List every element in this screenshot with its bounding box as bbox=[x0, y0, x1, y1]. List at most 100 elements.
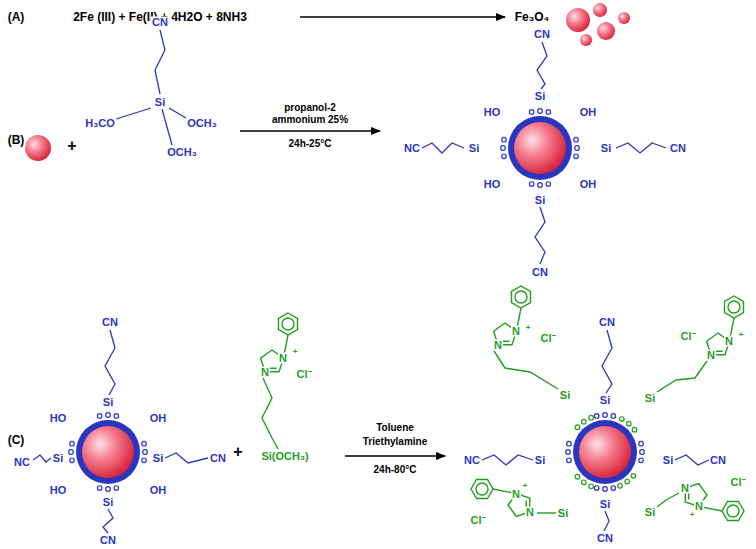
charge-label: + bbox=[522, 482, 529, 490]
oxygen-atom bbox=[581, 480, 586, 485]
charge-label: + bbox=[292, 348, 299, 356]
oxygen-atom bbox=[567, 441, 572, 446]
reaction-arrow bbox=[240, 130, 380, 131]
charge-label: Cl⁻ bbox=[470, 515, 487, 526]
charge-label: Cl⁻ bbox=[296, 369, 313, 380]
atom-label: Si bbox=[534, 455, 546, 466]
oxygen-atom bbox=[142, 441, 147, 446]
atom-label: Si bbox=[154, 97, 166, 108]
atom-label: Si bbox=[600, 143, 612, 154]
atom-label: CN bbox=[531, 267, 549, 278]
atom-label: Si bbox=[644, 507, 656, 518]
oxygen-atom bbox=[589, 484, 594, 489]
atom-label: Si bbox=[468, 143, 480, 154]
atom-label: Si bbox=[534, 195, 546, 206]
charge-label: Cl⁻ bbox=[540, 333, 557, 344]
atom-label: Si bbox=[559, 390, 571, 401]
oxygen-atom bbox=[625, 479, 630, 484]
reaction-condition: Triethylamine bbox=[362, 437, 428, 447]
oxygen-atom bbox=[538, 183, 543, 188]
oxygen-atom bbox=[589, 415, 594, 420]
atom-label: OH bbox=[149, 485, 168, 496]
oxygen-atom bbox=[574, 137, 579, 142]
step-label: (A) bbox=[7, 11, 26, 23]
oxygen-atom bbox=[97, 486, 102, 491]
silane-bonds bbox=[116, 30, 186, 145]
atom-label: OH bbox=[579, 179, 598, 190]
oxygen-atom bbox=[546, 182, 551, 187]
atom-label: HO bbox=[49, 485, 68, 496]
reaction-arrow bbox=[300, 16, 505, 17]
atom-label: HO bbox=[483, 179, 502, 190]
atom-label: Si bbox=[557, 508, 569, 519]
oxygen-atom bbox=[106, 487, 111, 492]
atom-label: OH bbox=[149, 413, 168, 424]
charge-label: + bbox=[689, 511, 696, 519]
reaction-condition: propanol-2 bbox=[283, 103, 337, 113]
oxygen-atom bbox=[632, 427, 637, 432]
oxygen-atom bbox=[502, 137, 507, 142]
atom-label: OH bbox=[579, 107, 598, 118]
charge-label: + bbox=[525, 324, 532, 332]
atom-label: CN bbox=[709, 455, 727, 466]
oxygen-atom bbox=[114, 486, 119, 491]
oxygen-atom bbox=[538, 109, 543, 114]
atom-label: N bbox=[680, 483, 690, 494]
oxygen-atom bbox=[529, 182, 534, 187]
atom-label: OCH₃ bbox=[166, 147, 198, 158]
atom-label: HO bbox=[483, 107, 502, 118]
atom-label: Si bbox=[599, 499, 611, 510]
plus-sign: + bbox=[66, 138, 77, 154]
oxygen-atom bbox=[114, 414, 119, 419]
oxygen-atom bbox=[575, 146, 580, 151]
atom-label: N bbox=[260, 367, 270, 378]
plus-sign: + bbox=[232, 444, 243, 460]
atom-label: N bbox=[694, 501, 704, 512]
step-label: (C) bbox=[7, 434, 26, 446]
oxygen-atom bbox=[611, 486, 616, 491]
reaction-condition: Toluene bbox=[375, 423, 415, 433]
atom-label: Si bbox=[534, 91, 546, 102]
oxygen-atom bbox=[639, 441, 644, 446]
coated-particle bbox=[76, 420, 140, 484]
atom-label: Si bbox=[102, 397, 114, 408]
oxygen-atom bbox=[594, 486, 599, 491]
atom-label: N bbox=[706, 350, 716, 361]
atom-label: H₃CO bbox=[84, 118, 116, 129]
oxygen-atom bbox=[575, 425, 580, 430]
oxygen-atom bbox=[546, 110, 551, 115]
oxygen-atom bbox=[143, 450, 148, 455]
atom-label: NC bbox=[463, 455, 481, 466]
atom-label: Si bbox=[662, 455, 674, 466]
atom-label: Si bbox=[52, 453, 64, 464]
reaction-condition: 24h-80°C bbox=[373, 465, 418, 475]
atom-label: CN bbox=[669, 143, 687, 154]
reaction-condition: 24h-25°C bbox=[288, 139, 333, 149]
coated-particle bbox=[508, 116, 572, 180]
atom-label: CN bbox=[596, 533, 614, 544]
charge-label: Cl⁻ bbox=[680, 331, 697, 342]
oxygen-atom bbox=[70, 458, 75, 463]
oxygen-atom bbox=[626, 421, 631, 426]
reaction-condition: ammonium 25% bbox=[271, 115, 349, 125]
atom-label: CN bbox=[101, 317, 119, 328]
oxygen-atom bbox=[603, 413, 608, 418]
atom-label: CN bbox=[151, 17, 169, 28]
coated-particle bbox=[573, 420, 637, 484]
oxygen-atoms bbox=[69, 109, 645, 492]
oxygen-atom bbox=[611, 414, 616, 419]
oxygen-atom bbox=[502, 154, 507, 159]
propyl-chains bbox=[482, 330, 709, 531]
atom-label: N bbox=[278, 353, 288, 364]
atom-label: OCH₃ bbox=[186, 118, 218, 129]
atom-label: N bbox=[724, 336, 734, 347]
oxygen-atom bbox=[70, 441, 75, 446]
propyl-chains bbox=[422, 42, 666, 264]
imidazolium-silane bbox=[261, 313, 298, 449]
oxygen-atom bbox=[142, 458, 147, 463]
oxygen-atom bbox=[501, 146, 506, 151]
oxygen-atom bbox=[594, 414, 599, 419]
atom-label: Si bbox=[152, 453, 164, 464]
magnetite-particle bbox=[25, 135, 51, 161]
charge-label: + bbox=[738, 331, 745, 339]
